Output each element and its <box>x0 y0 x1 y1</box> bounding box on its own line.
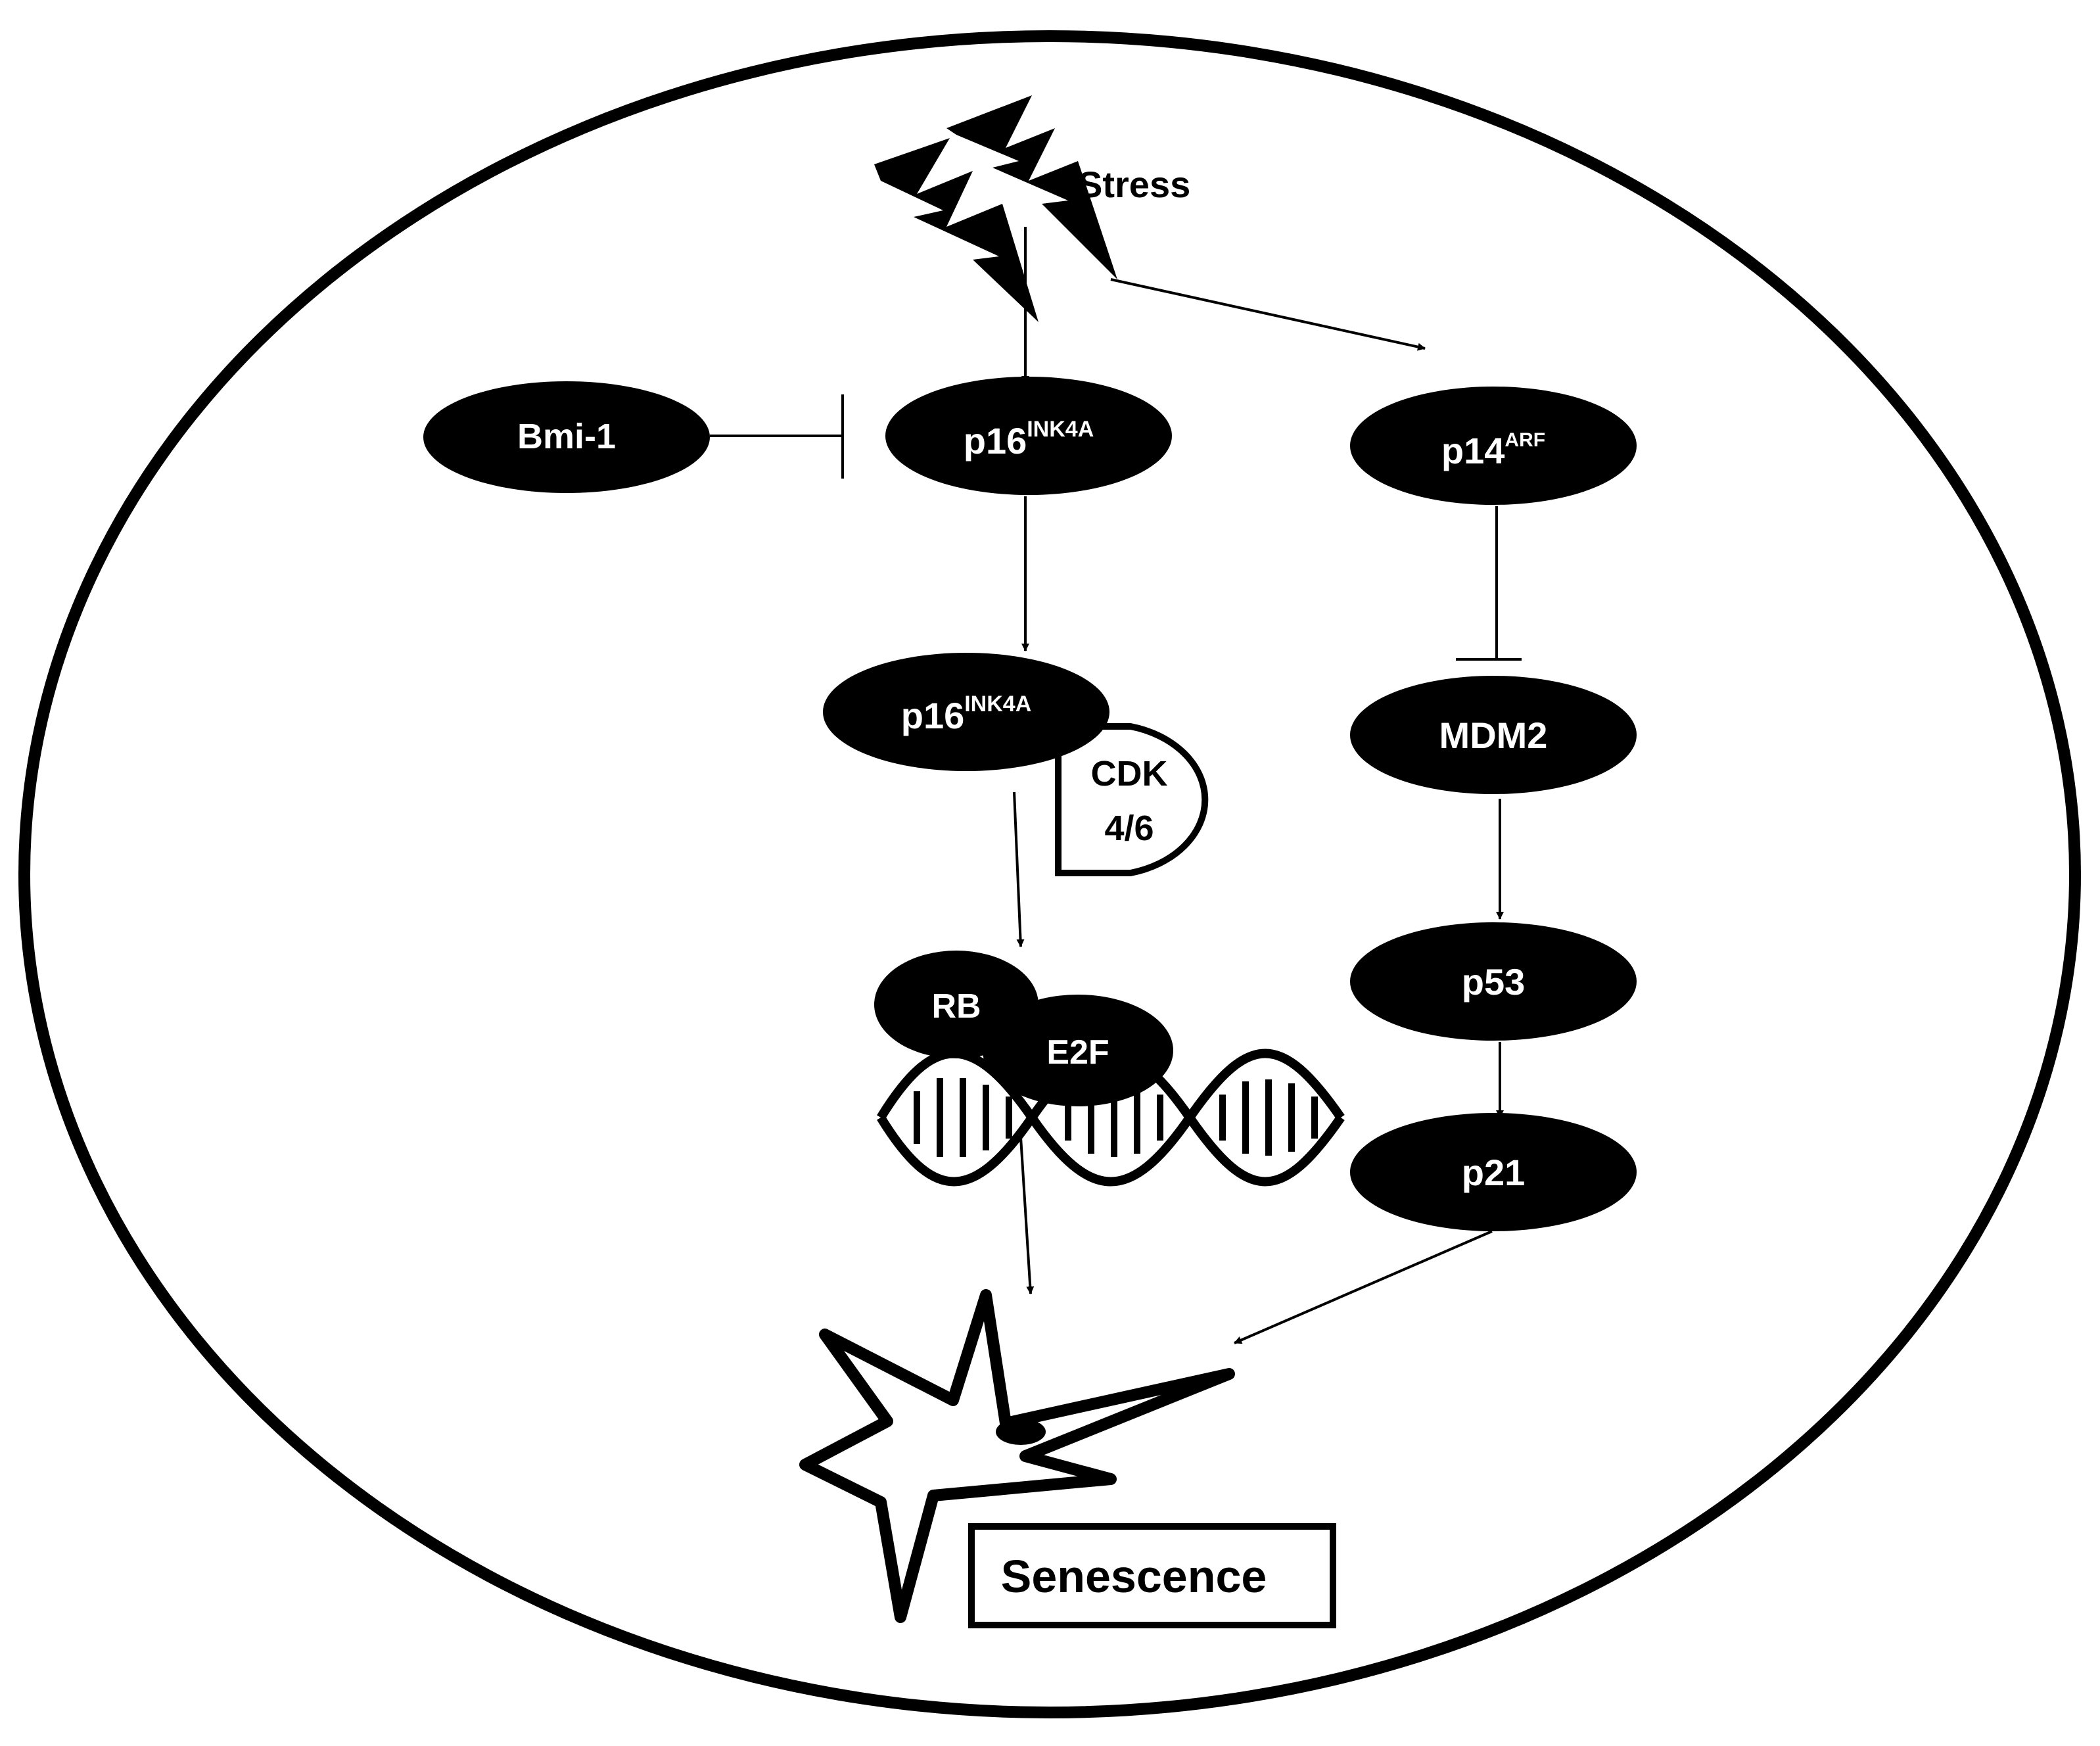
p16-node <box>885 377 1172 495</box>
p14-base: p14 <box>1441 430 1505 471</box>
mdm2-label: MDM2 <box>1439 715 1548 756</box>
p16-label: p16INK4A <box>964 417 1094 461</box>
p14-label: p14ARF <box>1441 429 1545 471</box>
arrow-complex-to-rb <box>1013 791 1025 947</box>
p14-node <box>1350 387 1637 505</box>
p16-superscript: INK4A <box>1027 417 1094 442</box>
cdk-label-line2: 4/6 <box>1104 809 1154 848</box>
e2f-label: E2F <box>1046 1033 1109 1072</box>
bmi1-label: Bmi-1 <box>517 417 616 456</box>
p21-node <box>1350 1113 1637 1231</box>
rb-label: RB <box>931 987 981 1026</box>
p53-node <box>1350 922 1637 1041</box>
senescence-label: Senescence <box>1001 1551 1267 1602</box>
senescence-box <box>968 1523 1336 1628</box>
p16-complex-base: p16 <box>901 695 965 736</box>
p53-label: p53 <box>1462 961 1526 1003</box>
p14-superscript: ARF <box>1505 429 1545 451</box>
p21-label: p21 <box>1462 1152 1526 1193</box>
stress-label: Stress <box>1078 164 1190 205</box>
e2f-node <box>983 995 1173 1106</box>
cell-outline <box>18 30 2081 1718</box>
p16-base: p16 <box>964 420 1027 461</box>
cdk-label-line1: CDK <box>1091 754 1168 793</box>
arrow-dna-to-senescence <box>1019 1137 1035 1294</box>
lightning-icon <box>874 95 1117 322</box>
senescent-cell-icon <box>799 1289 1235 1623</box>
arrow-p21-to-senescence <box>1234 1230 1493 1344</box>
p16-complex-label: p16INK4A <box>901 692 1032 736</box>
p16-complex-superscript: INK4A <box>964 692 1031 717</box>
cdk46-shape <box>1055 723 1209 876</box>
p16-complex-node <box>823 653 1109 771</box>
mdm2-node <box>1350 676 1637 794</box>
bmi1-node <box>423 381 710 493</box>
arrow-stress-to-p14 <box>1110 278 1426 351</box>
